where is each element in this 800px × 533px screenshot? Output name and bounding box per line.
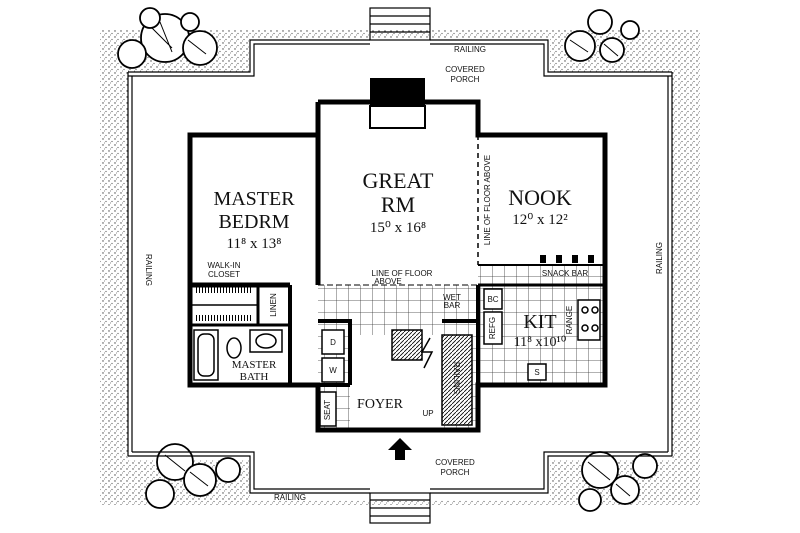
shrub-cluster-top-left	[117, 7, 218, 69]
laundry-appliances	[321, 329, 345, 383]
bath-fixtures	[193, 329, 283, 381]
seat-label: SEAT	[323, 400, 332, 420]
line-of-floor-above-line2: ABOVE	[374, 277, 402, 286]
porch-railing	[127, 39, 673, 494]
line-of-floor-above-line1: LINE OF FLOOR	[372, 269, 433, 278]
interior-walls	[190, 135, 603, 387]
master-bedroom-dimensions: 11⁸ x 13⁸	[227, 236, 282, 252]
covered-porch-top-line1: COVERED	[445, 65, 485, 74]
walk-in-closet-line2: CLOSET	[208, 270, 240, 279]
seat-bench	[319, 391, 337, 427]
covered-porch-bottom-line1: COVERED	[435, 458, 475, 467]
fireplace	[369, 78, 426, 129]
tile-floor	[318, 285, 478, 321]
covered-porch-top-line2: PORCH	[451, 75, 480, 84]
snack-bar-stools	[540, 255, 594, 263]
master-bath-label-line2: BATH	[240, 371, 269, 383]
broom-closet-label: BC	[487, 295, 498, 304]
kitchen-label: KIT	[523, 311, 556, 333]
range-label: RANGE	[565, 306, 574, 334]
walk-in-closet-line1: WALK-IN	[207, 261, 240, 270]
washer-label: W	[329, 366, 337, 375]
nook-label: NOOK	[508, 185, 572, 210]
entry-arrow-icon	[388, 438, 412, 460]
snack-bar-label: SNACK BAR	[542, 269, 588, 278]
shrub-cluster-bottom-left	[145, 443, 241, 509]
covered-porch-bottom-line2: PORCH	[441, 468, 470, 477]
railing-bottom-label: RAILING	[274, 493, 306, 502]
wet-bar-line1: WET	[443, 293, 461, 302]
railing-left-label: RAILING	[144, 254, 153, 286]
master-bedroom-label-line1: MASTER	[213, 188, 295, 210]
stairs	[391, 329, 473, 426]
stair-up-label: UP	[422, 409, 433, 418]
master-bedroom-label-line2: BEDRM	[218, 211, 289, 233]
foyer-label: FOYER	[357, 397, 404, 412]
front-steps	[369, 492, 431, 524]
refrigerator-label: REFG	[488, 317, 497, 339]
great-room-label-line2: RM	[381, 192, 415, 217]
great-room-label-line1: GREAT	[363, 168, 434, 193]
kitchen-fixtures	[483, 288, 601, 381]
great-room-dimensions: 15⁰ x 16⁸	[370, 220, 426, 236]
rear-steps	[369, 7, 431, 41]
shrub-cluster-bottom-right	[578, 451, 658, 512]
shrub-cluster-top-right	[564, 9, 640, 63]
master-bath-label-line1: MASTER	[232, 359, 277, 371]
kitchen-dimensions: 11⁸ x10¹⁰	[514, 335, 567, 350]
railing-top-label: RAILING	[454, 45, 486, 54]
dryer-label: D	[330, 338, 336, 347]
railing-stair-label: RAILING	[452, 362, 461, 394]
sink-label: S	[534, 368, 539, 377]
line-of-floor-above-vertical: LINE OF FLOOR ABOVE	[483, 155, 492, 245]
railing-right-label: RAILING	[655, 242, 664, 274]
linen-label: LINEN	[269, 293, 278, 317]
closet-rods	[196, 287, 252, 321]
nook-dimensions: 12⁰ x 12²	[512, 212, 568, 228]
wet-bar-line2: BAR	[444, 301, 461, 310]
